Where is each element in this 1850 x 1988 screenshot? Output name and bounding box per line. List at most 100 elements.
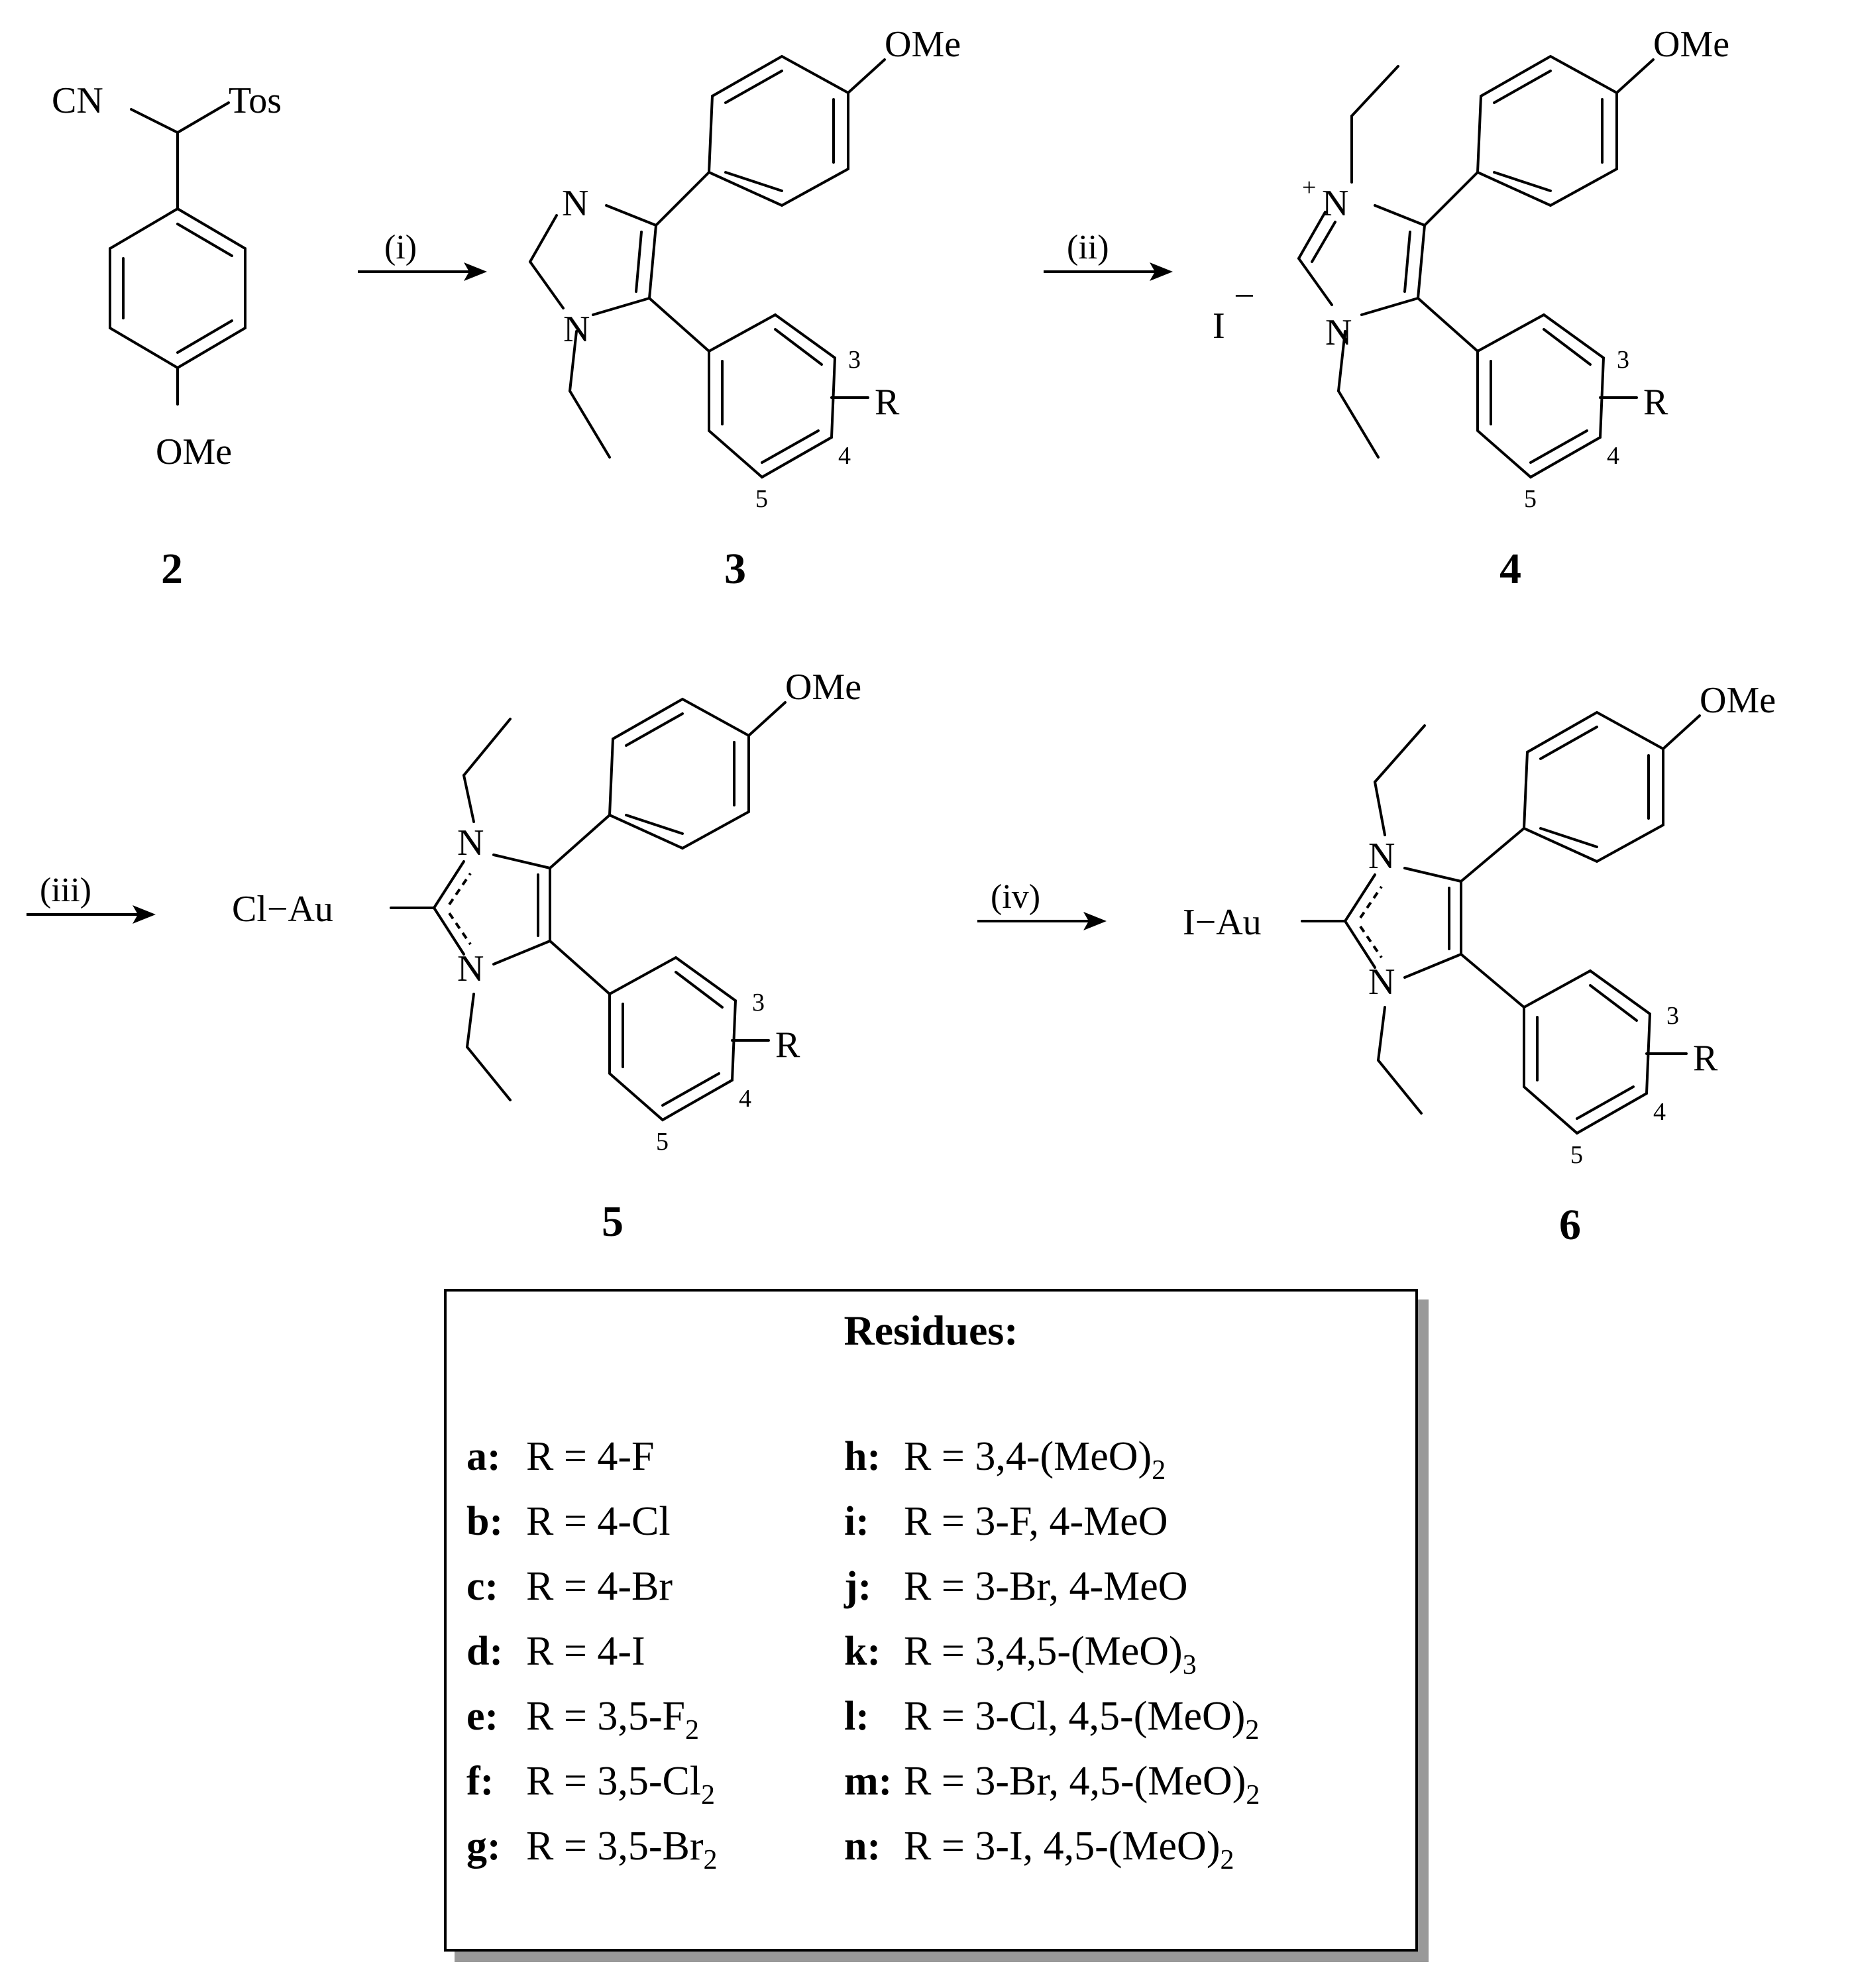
compound-6-structure: I−Au N N OMe R 3 4 5 — [1183, 680, 1776, 1169]
residue-letter: d: — [466, 1629, 504, 1674]
position-3-label: 3 — [752, 989, 765, 1017]
residue-letter: e: — [466, 1694, 499, 1739]
residue-letter: h: — [844, 1434, 881, 1479]
residue-row: e: R = 3,5-F2 — [466, 1684, 717, 1749]
arrow-i-head — [464, 262, 487, 281]
residue-row: j: R = 3-Br, 4-MeO — [844, 1554, 1260, 1619]
imidazole-n1-label: N — [563, 309, 590, 350]
residue-definition: R = 3,4-(MeO) — [904, 1434, 1152, 1479]
residue-letter: b: — [466, 1499, 504, 1544]
compound-2-label: 2 — [161, 545, 183, 593]
residue-subscript: 2 — [1152, 1455, 1166, 1486]
residue-definition: R = 3-Cl, 4,5-(MeO) — [904, 1694, 1246, 1739]
residue-definition: R = 3,4,5-(MeO) — [904, 1629, 1183, 1674]
residue-row: f: R = 3,5-Cl2 — [466, 1749, 717, 1814]
methoxy-label: OMe — [1653, 24, 1729, 65]
methoxy-label: OMe — [1700, 680, 1776, 721]
position-5-label: 5 — [1570, 1141, 1583, 1169]
residue-letter: m: — [844, 1759, 893, 1804]
residue-row: b: R = 4-Cl — [466, 1489, 717, 1554]
residue-row: c:R = 4-Br — [466, 1554, 717, 1619]
residues-left-column: a: R = 4-F b: R = 4-Cl c:R = 4-Br d: R = 4-I e:… — [466, 1424, 717, 1879]
condition-i: (i) — [384, 229, 417, 266]
residues-title: Residues: — [843, 1307, 1018, 1354]
residue-row: d: R = 4-I — [466, 1619, 717, 1684]
position-3-label: 3 — [848, 346, 861, 374]
position-5-label: 5 — [656, 1128, 669, 1156]
imidazole-n3-label: N — [562, 183, 588, 224]
condition-iii: (iii) — [40, 871, 91, 909]
residue-definition: R = 3-I, 4,5-(MeO) — [904, 1824, 1221, 1869]
residue-letter: j: — [844, 1564, 872, 1609]
residue-subscript: 2 — [1245, 1715, 1260, 1745]
residue-letter: n: — [844, 1824, 881, 1869]
residue-letter: a: — [466, 1434, 501, 1479]
residue-definition: R = 3,5-Cl — [526, 1759, 702, 1804]
r-substituent-label: R — [875, 382, 900, 423]
r-substituent-label: R — [1693, 1038, 1718, 1079]
residue-definition: R = 3-F, 4-MeO — [904, 1499, 1168, 1544]
arrow-iii-head — [133, 905, 156, 924]
condition-ii: (ii) — [1067, 229, 1109, 266]
imidazolylidene-n3-label: N — [457, 822, 484, 863]
residue-definition: R = 3,5-F — [526, 1694, 685, 1739]
position-5-label: 5 — [755, 485, 768, 513]
residue-row: i: R = 3-F, 4-MeO — [844, 1489, 1260, 1554]
position-4-label: 4 — [1607, 442, 1619, 470]
imidazolium-n1-label: N — [1325, 312, 1352, 353]
position-4-label: 4 — [838, 442, 851, 470]
compound-2-structure: CN Tos OMe — [52, 80, 282, 472]
residue-letter: f: — [466, 1759, 494, 1804]
imidazolium-n3-label: N — [1322, 183, 1348, 224]
compound-4-label: 4 — [1499, 545, 1521, 593]
cyano-label: CN — [52, 80, 103, 121]
compound-5-label: 5 — [602, 1197, 624, 1246]
residue-subscript: 2 — [684, 1715, 699, 1745]
condition-iv: (iv) — [991, 878, 1040, 916]
residue-definition: R = 3-Br, 4,5-(MeO) — [904, 1759, 1246, 1804]
residue-subscript: 2 — [1220, 1845, 1234, 1875]
residue-row: m:R = 3-Br, 4,5-(MeO)2 — [844, 1749, 1260, 1814]
r-substituent-label: R — [1643, 382, 1668, 423]
plus-charge: + — [1302, 174, 1316, 201]
residue-row: a: R = 4-F — [466, 1424, 717, 1489]
residue-row: n: R = 3-I, 4,5-(MeO)2 — [844, 1814, 1260, 1879]
position-3-label: 3 — [1617, 346, 1629, 374]
residue-definition: R = 3,5-Br — [526, 1824, 704, 1869]
residue-definition: R = 4-F — [526, 1434, 655, 1479]
residue-subscript: 2 — [703, 1845, 718, 1875]
residue-letter: l: — [844, 1694, 869, 1739]
residue-letter: g: — [466, 1824, 501, 1869]
iodide-charge: − — [1234, 276, 1255, 317]
position-4-label: 4 — [1653, 1098, 1666, 1126]
residue-definition: R = 3-Br, 4-MeO — [904, 1564, 1188, 1609]
residue-row: l: R = 3-Cl, 4,5-(MeO)2 — [844, 1684, 1260, 1749]
arrow-ii-head — [1150, 262, 1173, 281]
imidazolylidene-n3-label: N — [1368, 836, 1395, 877]
compound-3-structure: N N OMe R 3 4 5 — [529, 24, 961, 513]
position-5-label: 5 — [1524, 485, 1537, 513]
residue-subscript: 2 — [701, 1780, 716, 1810]
position-4-label: 4 — [739, 1085, 751, 1113]
methoxy-label: OMe — [156, 431, 232, 472]
methoxy-label: OMe — [885, 24, 961, 65]
residue-letter: i: — [844, 1499, 869, 1544]
compound-6-label: 6 — [1559, 1201, 1581, 1249]
iodide-label: I — [1213, 305, 1225, 347]
residue-subscript: 3 — [1182, 1650, 1197, 1681]
residue-row: h: R = 3,4-(MeO)2 — [844, 1424, 1260, 1489]
position-3-label: 3 — [1666, 1002, 1679, 1030]
imidazolylidene-n1-label: N — [457, 948, 484, 989]
r-substituent-label: R — [775, 1024, 800, 1066]
imidazolylidene-n1-label: N — [1368, 962, 1395, 1003]
methoxy-label: OMe — [785, 667, 861, 708]
residue-letter: c: — [466, 1564, 499, 1609]
residue-definition: R = 4-Cl — [526, 1499, 671, 1544]
residue-row: k: R = 3,4,5-(MeO)3 — [844, 1619, 1260, 1684]
residue-row: g: R = 3,5-Br2 — [466, 1814, 717, 1879]
residue-letter: k: — [844, 1629, 881, 1674]
residue-definition: R = 4-I — [526, 1629, 645, 1674]
arrow-iv-head — [1083, 912, 1107, 930]
